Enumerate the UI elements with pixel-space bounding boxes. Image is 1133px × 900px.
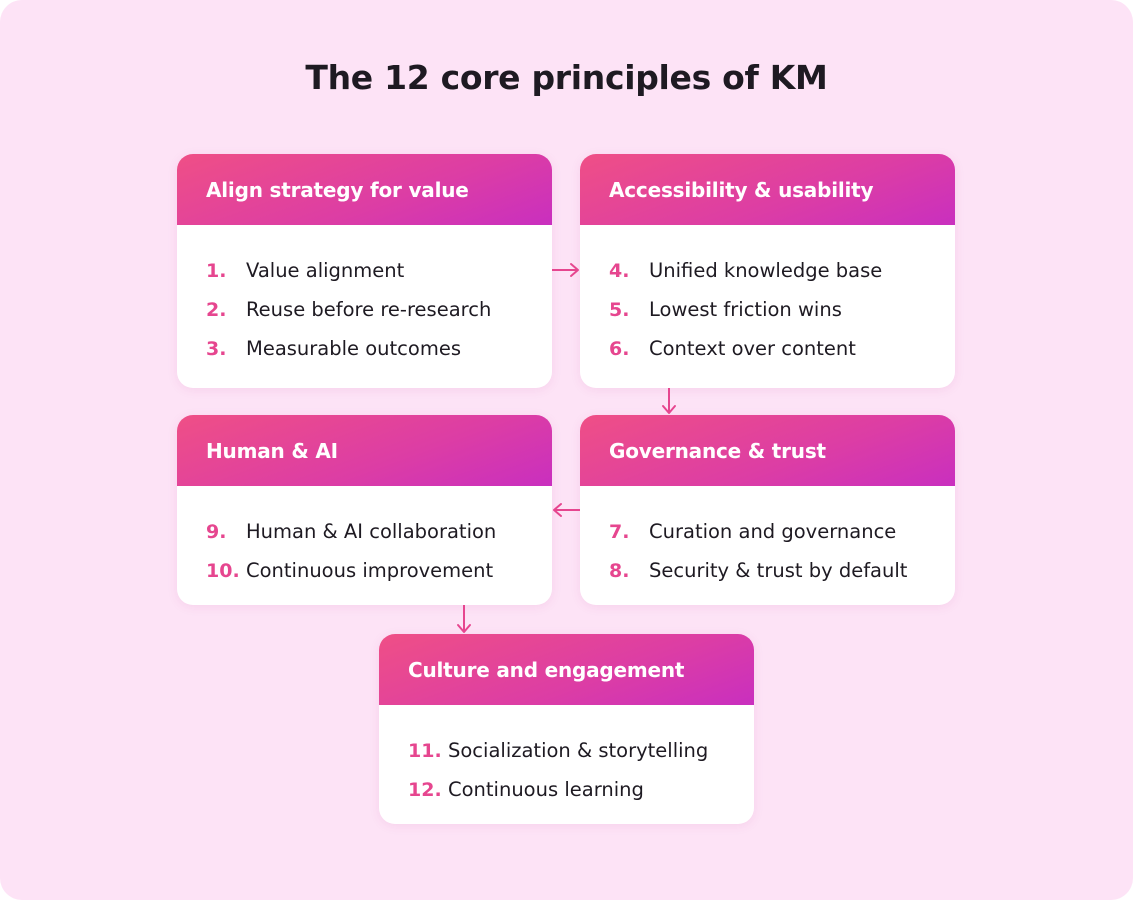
item-number: 7.: [609, 520, 630, 543]
card-body: 1. Value alignment 2. Reuse before re-re…: [177, 225, 552, 371]
card-body: 9. Human & AI collaboration 10. Continuo…: [177, 486, 552, 593]
card-title: Culture and engagement: [408, 657, 685, 682]
item-number: 3.: [206, 337, 227, 360]
item-label: Continuous improvement: [246, 559, 494, 582]
card-body: 4. Unified knowledge base 5. Lowest fric…: [580, 225, 955, 371]
item-label: Continuous learning: [448, 778, 644, 801]
item-label: Value alignment: [246, 259, 405, 282]
card-human-ai: Human & AI 9. Human & AI collaboration 1…: [177, 415, 552, 605]
card-title: Align strategy for value: [206, 177, 469, 202]
item-label: Unified knowledge base: [649, 259, 883, 282]
list-item: 10. Continuous improvement: [177, 548, 552, 593]
page-title: The 12 core principles of KM: [305, 58, 828, 97]
card-culture-engagement: Culture and engagement 11. Socialization…: [379, 634, 754, 824]
item-label: Security & trust by default: [649, 559, 908, 582]
card-header: Accessibility & usability: [580, 154, 955, 225]
card-header: Human & AI: [177, 415, 552, 486]
list-item: 4. Unified knowledge base: [580, 248, 955, 293]
list-item: 6. Context over content: [580, 326, 955, 371]
list-item: 8. Security & trust by default: [580, 548, 955, 593]
item-number: 2.: [206, 298, 227, 321]
item-label: Socialization & storytelling: [448, 739, 709, 762]
item-number: 9.: [206, 520, 227, 543]
list-item: 1. Value alignment: [177, 248, 552, 293]
card-align-strategy: Align strategy for value 1. Value alignm…: [177, 154, 552, 388]
card-body: 11. Socialization & storytelling 12. Con…: [379, 705, 754, 812]
list-item: 9. Human & AI collaboration: [177, 509, 552, 554]
item-number: 6.: [609, 337, 630, 360]
list-item: 2. Reuse before re-research: [177, 287, 552, 332]
item-label: Curation and governance: [649, 520, 897, 543]
arrow-right-icon: [552, 263, 579, 277]
card-title: Accessibility & usability: [609, 177, 874, 202]
item-label: Human & AI collaboration: [246, 520, 497, 543]
item-number: 4.: [609, 259, 630, 282]
item-label: Measurable outcomes: [246, 337, 461, 360]
arrow-left-icon: [553, 503, 580, 517]
list-item: 7. Curation and governance: [580, 509, 955, 554]
card-accessibility-usability: Accessibility & usability 4. Unified kno…: [580, 154, 955, 388]
card-body: 7. Curation and governance 8. Security &…: [580, 486, 955, 593]
list-item: 12. Continuous learning: [379, 767, 754, 812]
item-number: 10.: [206, 559, 240, 582]
card-title: Human & AI: [206, 438, 338, 463]
item-number: 8.: [609, 559, 630, 582]
item-number: 5.: [609, 298, 630, 321]
item-number: 12.: [408, 778, 442, 801]
card-header: Align strategy for value: [177, 154, 552, 225]
item-label: Context over content: [649, 337, 856, 360]
card-header: Culture and engagement: [379, 634, 754, 705]
card-header: Governance & trust: [580, 415, 955, 486]
item-label: Lowest friction wins: [649, 298, 842, 321]
card-governance-trust: Governance & trust 7. Curation and gover…: [580, 415, 955, 605]
card-title: Governance & trust: [609, 438, 826, 463]
list-item: 3. Measurable outcomes: [177, 326, 552, 371]
arrow-down-icon: [457, 605, 471, 633]
item-number: 11.: [408, 739, 442, 762]
item-number: 1.: [206, 259, 227, 282]
item-label: Reuse before re-research: [246, 298, 492, 321]
arrow-down-icon: [662, 388, 676, 414]
list-item: 5. Lowest friction wins: [580, 287, 955, 332]
list-item: 11. Socialization & storytelling: [379, 728, 754, 773]
